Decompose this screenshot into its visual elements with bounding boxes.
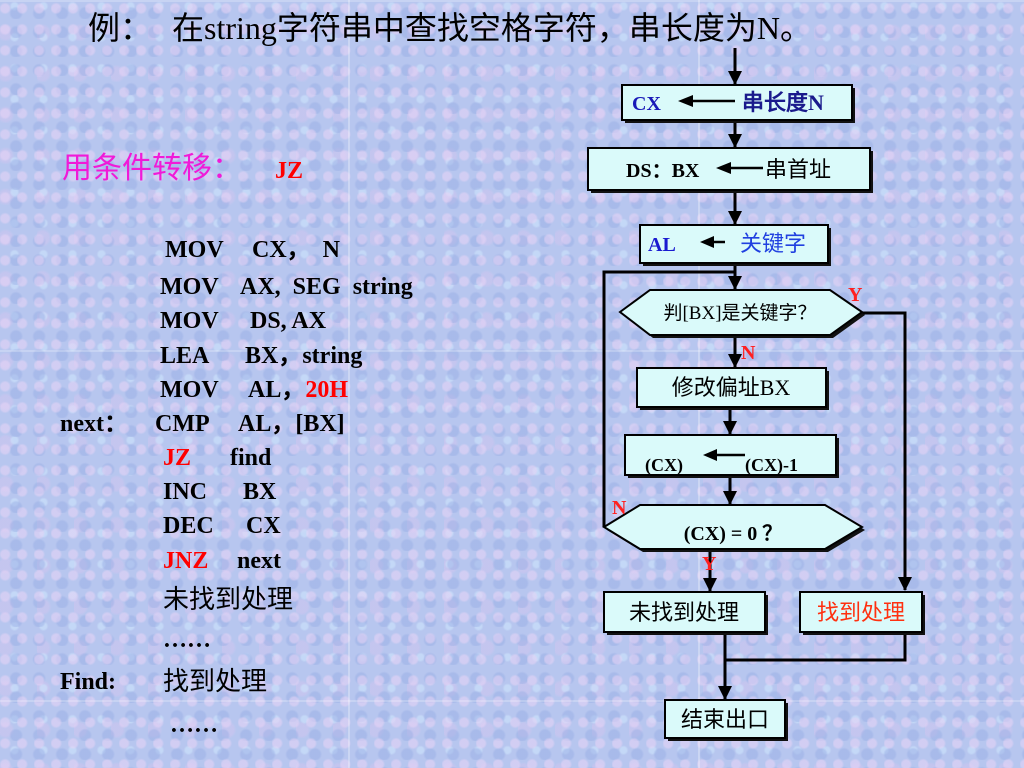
title-prefix: 例：: [88, 10, 153, 46]
code-opcode: MOV: [160, 274, 219, 300]
box-init-ds-dest: DS：BX: [626, 160, 700, 182]
subtitle-instruction: JZ: [275, 158, 304, 184]
left-arrow-icon: [678, 95, 735, 107]
box-init-al-dest: AL: [648, 234, 676, 256]
box-init-cx-src: 串长度N: [742, 90, 824, 115]
code-opcode-jz: JZ: [163, 445, 192, 471]
code-line: MOV AX, SEG string: [0, 273, 470, 303]
code-line: JNZ next: [0, 547, 470, 577]
code-line: JZ find: [0, 444, 470, 474]
code-operand-register: AL，: [248, 377, 306, 403]
flow-connectors: [602, 48, 912, 700]
code-operands: AL，[BX]: [238, 411, 345, 437]
code-opcode: LEA: [160, 343, 210, 369]
flow-merge-line: [723, 634, 907, 662]
decision-zero-yes-label: Y: [702, 553, 717, 575]
box-not-found-text: 未找到处理: [629, 600, 739, 625]
decision-zero-no-label: N: [612, 497, 627, 519]
flow-loop-back-line: [602, 270, 735, 527]
box-not-found: 未找到处理: [603, 591, 768, 635]
decision-zero-text: (CX) = 0 ？: [684, 523, 783, 545]
box-exit-text: 结束出口: [681, 707, 769, 732]
box-dec: (CX) (CX)-1: [624, 434, 839, 478]
decision-match: 判[BX]是关键字？ Y N: [618, 284, 865, 364]
code-opcode: MOV: [160, 377, 219, 403]
code-line: 未找到处理: [0, 585, 470, 615]
code-ellipsis: ……: [170, 712, 218, 738]
box-exit: 结束出口: [664, 699, 788, 741]
code-line: ……: [0, 711, 470, 741]
box-dec-src: (CX)-1: [745, 455, 798, 476]
left-arrow-icon: [716, 162, 763, 174]
code-opcode: MOV: [160, 308, 219, 334]
code-operands: AX, SEG string: [240, 274, 413, 300]
box-init-al: AL 关键字: [639, 224, 831, 266]
box-adjust: 修改偏址BX: [636, 367, 829, 410]
code-operands: CX， N: [252, 237, 340, 263]
code-line: MOV DS, AX: [0, 307, 470, 337]
code-operands: find: [230, 445, 272, 471]
box-init-ds: DS：BX 串首址: [587, 147, 873, 193]
page-title: 在string字符串中查找空格字符，串长度为N。: [172, 10, 813, 46]
code-line: ……: [0, 626, 470, 656]
code-label-find: Find:: [60, 669, 117, 695]
code-line: DEC CX: [0, 512, 470, 542]
subtitle-label: 用条件转移：: [62, 152, 242, 185]
code-line: LEA BX，string: [0, 342, 470, 372]
code-operands: AL，20H: [248, 376, 348, 404]
code-opcode: CMP: [155, 411, 210, 437]
code-operands: DS, AX: [250, 308, 327, 334]
decision-zero: (CX) = 0 ？ N Y: [602, 497, 865, 575]
code-operands: BX: [243, 479, 277, 505]
flow-yes-branch-line: [862, 311, 912, 591]
left-arrow-icon: [703, 449, 745, 461]
code-ellipsis: ……: [163, 627, 211, 653]
left-arrow-icon: [700, 236, 725, 248]
code-comment-found: 找到处理: [163, 667, 268, 696]
code-comment-not-found: 未找到处理: [163, 585, 294, 614]
code-opcode: MOV: [165, 237, 224, 263]
code-opcode: DEC: [163, 513, 214, 539]
code-label-next: next：: [60, 411, 128, 437]
code-operands: CX: [246, 513, 281, 539]
box-dec-dest: (CX): [645, 455, 683, 476]
decision-match-yes-label: Y: [848, 284, 863, 306]
code-opcode: INC: [163, 479, 208, 505]
code-operands: BX，string: [245, 343, 363, 369]
code-immediate-value: 20H: [305, 377, 349, 403]
box-adjust-text: 修改偏址BX: [672, 375, 791, 400]
code-line: next： CMP AL，[BX]: [0, 410, 470, 440]
box-init-cx: CX 串长度N: [621, 84, 855, 123]
code-opcode-jnz: JNZ: [163, 548, 209, 574]
code-line: INC BX: [0, 478, 470, 508]
box-found: 找到处理: [799, 591, 925, 635]
box-init-ds-src: 串首址: [765, 157, 831, 182]
box-init-al-src: 关键字: [740, 231, 806, 256]
code-line: Find: 找到处理: [0, 667, 470, 698]
code-operands: next: [237, 548, 281, 574]
box-init-cx-dest: CX: [632, 93, 661, 115]
code-line: MOV CX， N: [0, 236, 470, 266]
decision-match-no-label: N: [741, 342, 756, 364]
box-found-text: 找到处理: [817, 600, 905, 625]
decision-match-text: 判[BX]是关键字？: [663, 302, 816, 324]
code-line: MOV AL，20H: [0, 376, 470, 406]
